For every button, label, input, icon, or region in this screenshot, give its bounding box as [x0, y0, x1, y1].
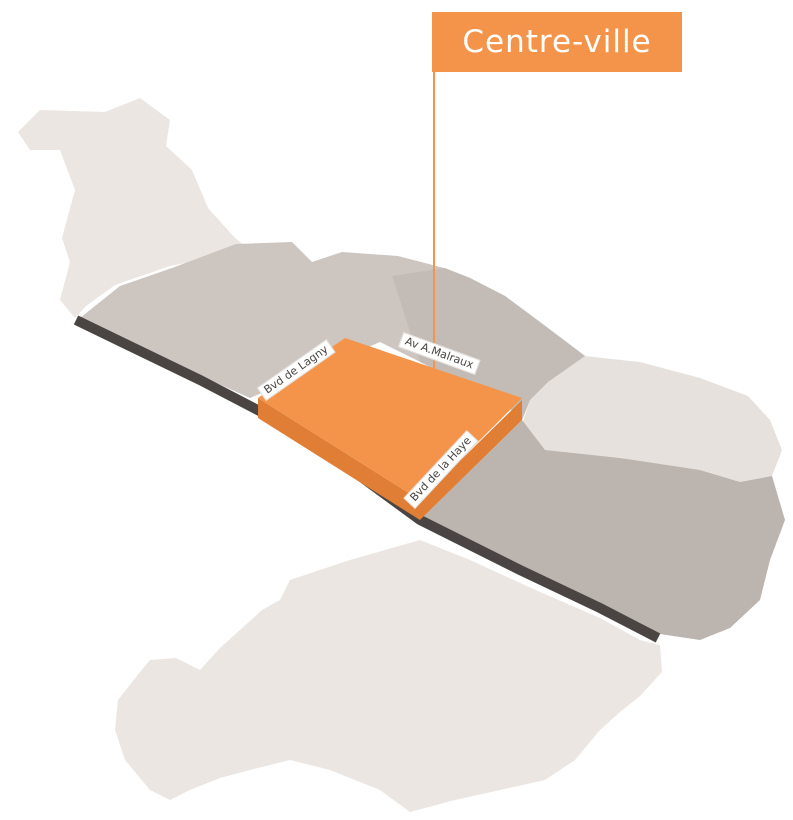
district-south [115, 540, 662, 812]
district-north [18, 98, 250, 318]
centre-ville-title: Centre-ville [432, 12, 682, 72]
district-center-dark [392, 268, 585, 420]
district-southeast [420, 420, 785, 640]
district-east [520, 356, 782, 482]
centre-block-side [258, 398, 522, 520]
